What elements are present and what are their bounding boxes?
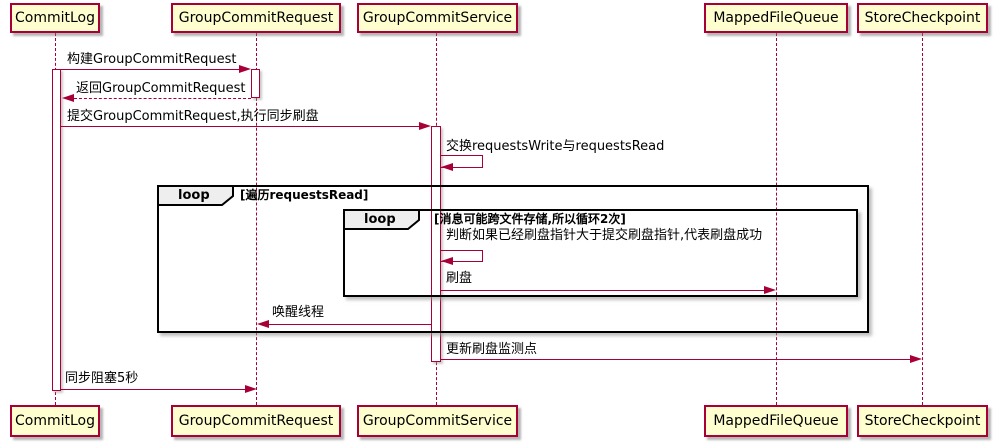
participant-label: StoreCheckpoint — [864, 413, 981, 429]
lifeline-storecheckpoint — [922, 33, 923, 405]
message-label-block: 同步阻塞5秒 — [65, 371, 139, 386]
participant-mappedfilequeue-bottom: MappedFileQueue — [704, 405, 848, 437]
loop-tab-outer — [157, 185, 234, 206]
participant-groupcommitrequest-top: GroupCommitRequest — [171, 3, 341, 33]
activation-groupcommitservice — [431, 126, 441, 362]
loop-tab-inner — [343, 209, 420, 230]
participant-label: GroupCommitRequest — [178, 10, 334, 26]
message-selfline-judge — [441, 250, 483, 262]
activation-groupcommitrequest — [251, 69, 260, 98]
message-arrowhead-checkpoint — [910, 355, 922, 363]
message-line-submit — [61, 126, 419, 127]
participant-label: StoreCheckpoint — [864, 10, 981, 26]
message-line-checkpoint — [441, 359, 911, 360]
loop-tab-label-inner: loop — [364, 212, 396, 227]
loop-frame-outer — [157, 185, 869, 333]
participant-groupcommitservice-bottom: GroupCommitService — [357, 405, 518, 437]
participant-commitlog-top: CommitLog — [10, 3, 100, 33]
loop-condition-outer: [遍历requestsRead] — [240, 188, 369, 202]
participant-label: CommitLog — [14, 413, 95, 429]
participant-label: CommitLog — [14, 10, 95, 26]
message-arrowhead-judge — [441, 257, 453, 265]
message-arrowhead-build — [239, 65, 251, 73]
message-line-block — [61, 389, 246, 390]
participant-groupcommitrequest-bottom: GroupCommitRequest — [171, 405, 341, 437]
participant-groupcommitservice-top: GroupCommitService — [357, 3, 518, 33]
message-label-return: 返回GroupCommitRequest — [76, 81, 246, 96]
message-label-submit: 提交GroupCommitRequest,执行同步刷盘 — [67, 109, 319, 124]
message-arrowhead-swap — [441, 163, 453, 171]
participant-mappedfilequeue-top: MappedFileQueue — [704, 3, 848, 33]
participant-label: MappedFileQueue — [713, 413, 839, 429]
message-arrowhead-wake — [257, 320, 269, 328]
activation-commitlog — [52, 69, 61, 391]
message-line-flush — [441, 290, 765, 291]
loop-condition-inner: [消息可能跨文件存储,所以循环2次] — [434, 212, 626, 226]
message-arrowhead-block — [245, 385, 257, 393]
message-label-build: 构建GroupCommitRequest — [67, 52, 237, 67]
participant-label: GroupCommitRequest — [178, 413, 334, 429]
lifeline-groupcommitrequest — [256, 33, 257, 405]
message-line-build — [61, 69, 240, 70]
message-label-checkpoint: 更新刷盘监测点 — [446, 342, 538, 357]
participant-label: GroupCommitService — [362, 413, 513, 429]
participant-storecheckpoint-top: StoreCheckpoint — [857, 3, 988, 33]
message-label-judge: 判断如果已经刷盘指针大于提交刷盘指针,代表刷盘成功 — [446, 228, 763, 243]
message-arrowhead-flush — [764, 286, 776, 294]
message-arrowhead-return — [62, 94, 74, 102]
message-selfline-swap — [441, 155, 483, 168]
message-line-wake — [269, 324, 431, 325]
participant-commitlog-bottom: CommitLog — [10, 405, 100, 437]
loop-tab-label-outer: loop — [178, 188, 210, 203]
message-arrowhead-submit — [419, 122, 431, 130]
lifeline-mappedfilequeue — [776, 33, 777, 405]
participant-label: MappedFileQueue — [713, 10, 839, 26]
message-label-flush: 刷盘 — [446, 271, 473, 286]
message-label-wake: 唤醒线程 — [272, 305, 325, 320]
message-line-return — [74, 98, 251, 99]
participant-label: GroupCommitService — [362, 10, 513, 26]
loop-frame-inner — [343, 209, 858, 297]
participant-storecheckpoint-bottom: StoreCheckpoint — [857, 405, 988, 437]
message-label-swap: 交换requestsWrite与requestsRead — [446, 139, 665, 154]
